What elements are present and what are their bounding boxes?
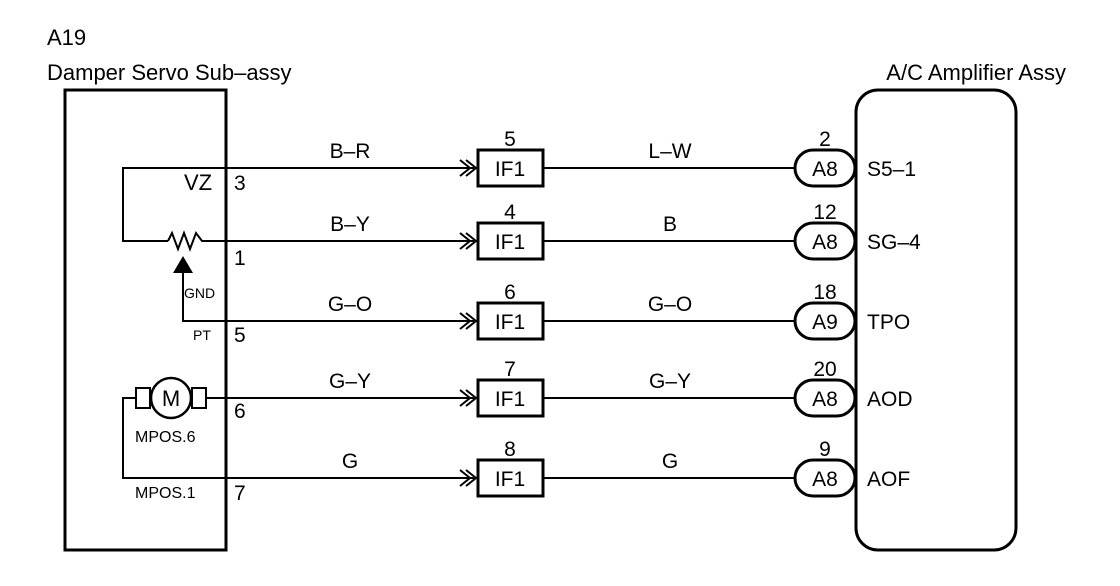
connector-oval — [793, 301, 857, 341]
connector-pin-number: 18 — [813, 281, 836, 304]
connector-pin-number: 20 — [813, 358, 836, 381]
terminal-label: TPO — [867, 311, 910, 334]
junction-label: IF1 — [495, 388, 525, 411]
junction-pin-number: 4 — [504, 201, 516, 224]
right-wire-color: G–Y — [649, 370, 691, 393]
connector-label: A8 — [812, 158, 838, 181]
label-vz: VZ — [184, 170, 212, 195]
left-component-code: A19 — [47, 25, 86, 50]
connector-label: A8 — [812, 468, 838, 491]
junction-label: IF1 — [495, 158, 525, 181]
connector-chevron-icon — [465, 469, 478, 487]
label-pt: PT — [193, 327, 211, 343]
left-wire-color: G–Y — [329, 370, 371, 393]
label-gnd: GND — [184, 285, 215, 301]
connector-label: A8 — [812, 388, 838, 411]
connector-chevron-icon — [459, 312, 472, 330]
terminal-label: SG–4 — [867, 231, 921, 254]
junction-pin-number: 7 — [504, 358, 516, 381]
connector-chevron-icon — [459, 389, 472, 407]
left-wire-color: G — [342, 450, 358, 473]
junction-box — [476, 458, 545, 498]
junction-pin-number: 8 — [504, 438, 516, 461]
right-wire-color: L–W — [648, 140, 691, 163]
connector-chevron-icon — [459, 232, 472, 250]
junction-box — [476, 221, 545, 261]
right-component-name: A/C Amplifier Assy — [886, 60, 1066, 85]
label-mpos1: MPOS.1 — [135, 485, 196, 502]
terminal-label: AOF — [867, 468, 910, 491]
left-pin-number: 7 — [234, 482, 246, 505]
junction-pin-number: 6 — [504, 281, 516, 304]
junction-box — [476, 378, 545, 418]
connector-label: A8 — [812, 231, 838, 254]
junction-label: IF1 — [495, 311, 525, 334]
right-wire-color: G–O — [648, 293, 692, 316]
left-pin-number: 1 — [234, 247, 246, 270]
resistor-icon — [167, 230, 226, 252]
connector-pin-number: 2 — [819, 128, 831, 151]
label-mpos6: MPOS.6 — [135, 429, 196, 446]
connector-chevron-icon — [465, 159, 478, 177]
left-wire-color: B–Y — [330, 213, 370, 236]
left-pin-number: 5 — [234, 324, 246, 347]
right-wire-color: B — [663, 213, 677, 236]
left-pin-number: 6 — [234, 400, 246, 423]
wiper-arrow-icon — [173, 256, 193, 273]
junction-pin-number: 5 — [504, 128, 516, 151]
connector-chevron-icon — [459, 469, 472, 487]
left-wire-color: G–O — [328, 293, 372, 316]
connector-pin-number: 12 — [813, 201, 836, 224]
connector-chevron-icon — [465, 312, 478, 330]
left-wire-color: B–R — [330, 140, 371, 163]
connector-oval — [793, 378, 857, 418]
connector-chevron-icon — [459, 159, 472, 177]
connector-chevron-icon — [465, 232, 478, 250]
servo-internals — [122, 167, 226, 479]
right-wire-color: G — [662, 450, 678, 473]
connector-oval — [793, 458, 857, 498]
wires-group: 3B–RIF15L–WA82S5–11B–YIF14BA812SG–45G–OI… — [226, 128, 921, 505]
label-motor: M — [162, 386, 180, 411]
connector-chevron-icon — [465, 389, 478, 407]
left-pin-number: 3 — [234, 172, 246, 195]
terminal-label: S5–1 — [867, 158, 916, 181]
junction-label: IF1 — [495, 468, 525, 491]
junction-label: IF1 — [495, 231, 525, 254]
motor-icon — [149, 376, 193, 420]
connector-label: A9 — [812, 311, 838, 334]
left-component-name: Damper Servo Sub–assy — [47, 60, 292, 85]
connector-pin-number: 9 — [819, 438, 831, 461]
terminal-label: AOD — [867, 388, 913, 411]
connector-oval — [793, 221, 857, 261]
connector-oval — [793, 148, 857, 188]
